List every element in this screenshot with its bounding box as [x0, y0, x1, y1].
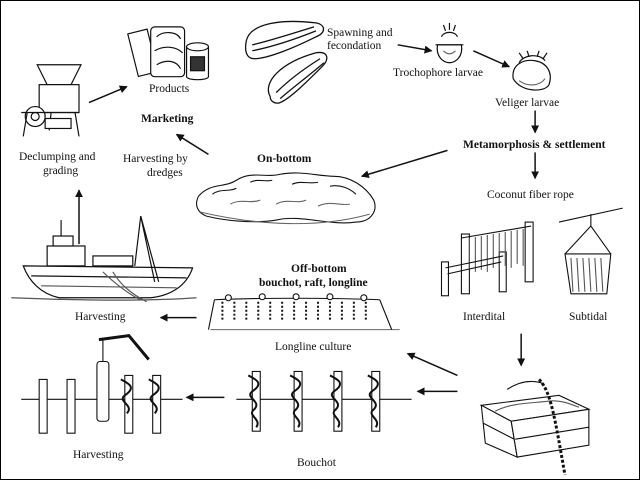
subtidal-frame-illustration [558, 207, 623, 295]
label-harvesting-poles: Harvesting [73, 449, 124, 461]
label-on-bottom: On-bottom [257, 153, 312, 165]
label-dredges: dredges [147, 167, 183, 179]
crate-illustration [479, 378, 591, 476]
label-harvesting-by: Harvesting by [123, 153, 188, 165]
label-harvesting-boat: Harvesting [75, 311, 126, 323]
label-longline-culture: Longline culture [275, 341, 352, 353]
label-metamorphosis: Metamorphosis & settlement [463, 139, 606, 151]
arrow-dredges-to-products [175, 133, 209, 155]
longline-illustration [207, 293, 400, 331]
mussel-shells-illustration [244, 20, 328, 104]
arrow-declumping-to-products [88, 85, 128, 104]
label-interdital: Interdital [463, 311, 506, 323]
label-grading: grading [43, 165, 79, 177]
arrow-trochophore-to-veliger [473, 50, 511, 68]
harvesting-boat-illustration [11, 215, 197, 303]
label-veliger: Veliger larvae [495, 97, 560, 109]
label-spawning: Spawning and fecondation [327, 27, 403, 53]
arrow-spawning-to-trochophore [397, 44, 433, 54]
bouchot-poles-illustration [236, 370, 412, 432]
declumping-machine-illustration [21, 64, 82, 137]
products-illustration [127, 26, 210, 81]
label-declumping: Declumping and [19, 151, 96, 163]
on-bottom-beds-illustration [196, 172, 376, 225]
interdital-rack-illustration [440, 221, 534, 297]
trochophore-larva-illustration [435, 22, 464, 64]
arrow-crate-to-longline [406, 352, 458, 377]
label-marketing: Marketing [141, 113, 194, 125]
veliger-larva-illustration [512, 50, 551, 91]
arrow-metamorphosis-to-onbottom [360, 149, 448, 179]
label-products: Products [149, 83, 190, 95]
label-off-bottom-methods: bouchot, raft, longline [259, 277, 368, 289]
label-subtidal: Subtidal [569, 311, 608, 323]
label-off-bottom: Off-bottom [291, 263, 347, 275]
pole-harvesting-illustration [21, 334, 183, 434]
label-trochophore: Trochophore larvae [393, 67, 483, 79]
flow-arrows [75, 44, 540, 402]
label-bouchot: Bouchot [297, 457, 336, 469]
label-coconut-rope: Coconut fiber rope [487, 189, 574, 201]
label-spawning-text: Spawning and fecondation [327, 27, 393, 52]
